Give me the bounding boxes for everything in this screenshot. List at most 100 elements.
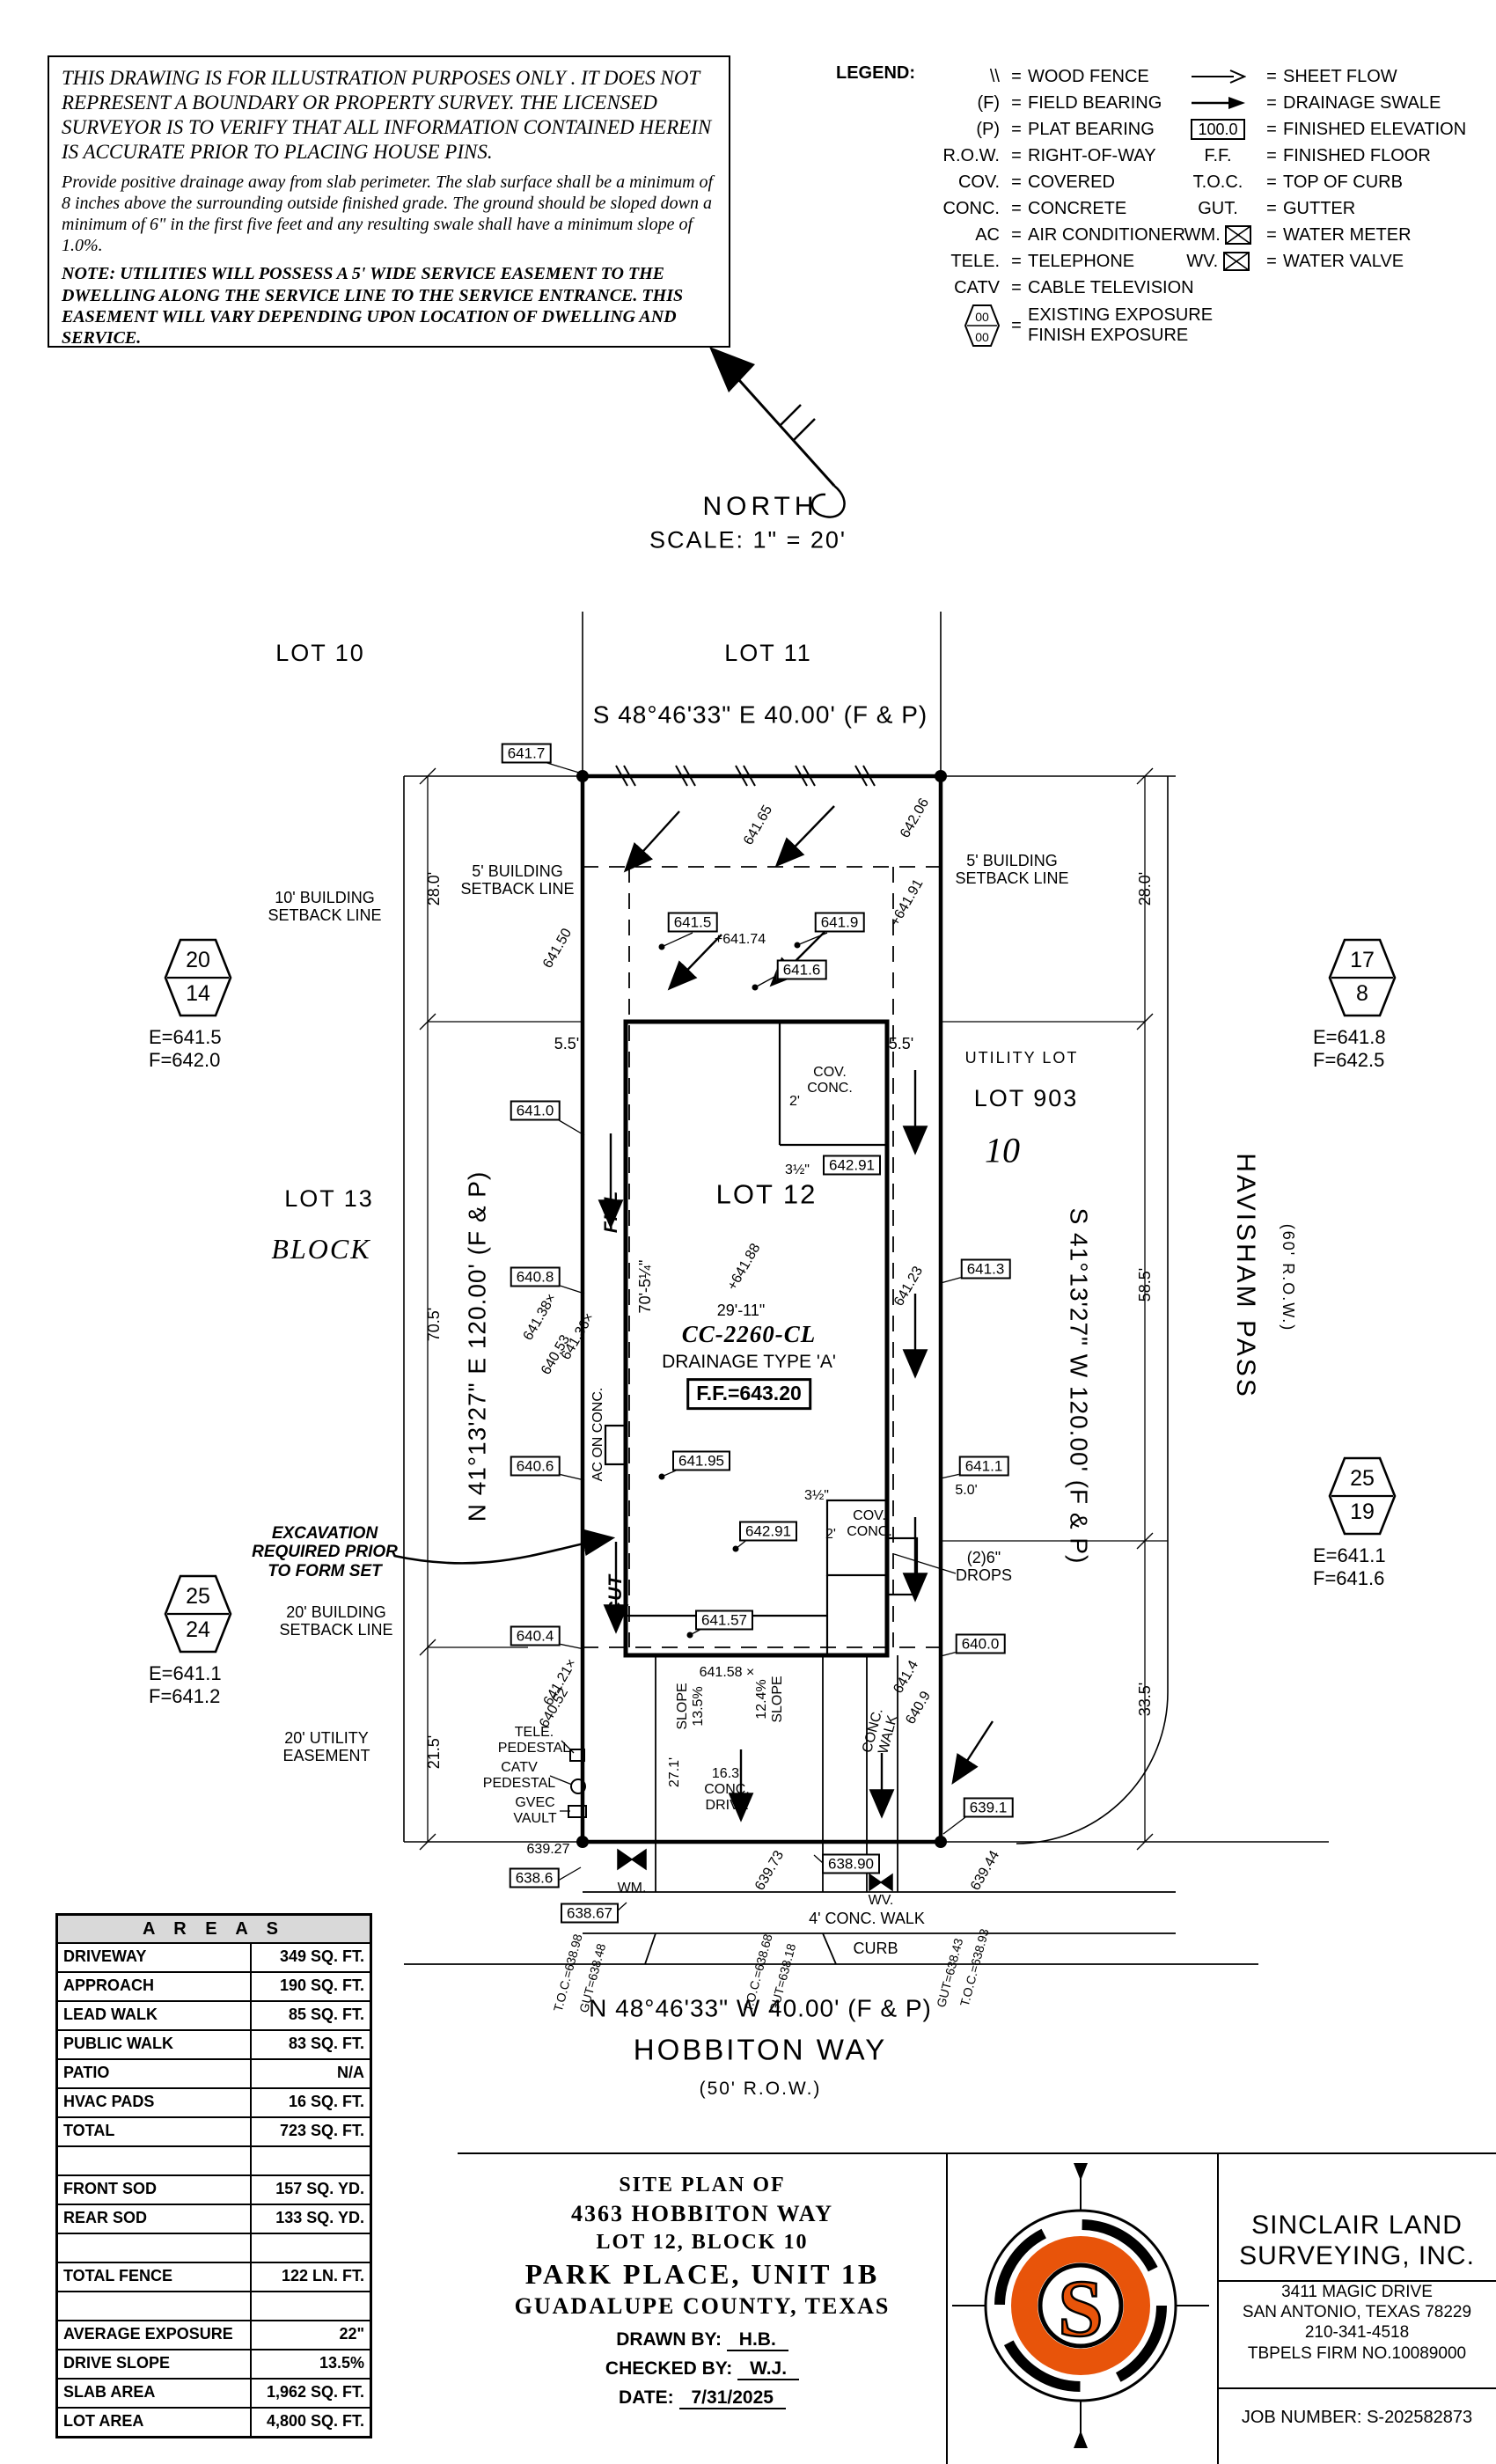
- block-label: BLOCK: [271, 1233, 371, 1265]
- setback-note: 10' BUILDING SETBACK LINE: [268, 888, 382, 924]
- notes-panel: THIS DRAWING IS FOR ILLUSTRATION PURPOSE…: [48, 55, 730, 348]
- plan-label: 21.5': [424, 1734, 443, 1770]
- excavation-leader: [393, 1529, 616, 1565]
- legend-row: CATV=CABLE TELEVISION: [954, 277, 1194, 297]
- plan-label: 638.90: [822, 1853, 880, 1874]
- legend-row: GUT. = GUTTER: [1198, 198, 1356, 218]
- disclaimer-note: THIS DRAWING IS FOR ILLUSTRATION PURPOSE…: [62, 67, 712, 164]
- block-number: 10: [985, 1130, 1020, 1170]
- water-valve-symbol: WV.: [1176, 252, 1260, 272]
- north-boundary-bearing: S 48°46'33" E 40.00' (F & P): [592, 700, 928, 729]
- plan-label: CONC. WALK: [860, 1706, 901, 1756]
- easement-note: 20' UTILITY EASEMENT: [282, 1728, 370, 1764]
- legend-row: 100.0 = FINISHED ELEVATION: [1176, 116, 1466, 143]
- hobbiton-way-label: HOBBITON WAY: [633, 2033, 888, 2066]
- plan-label: +641.88: [724, 1241, 764, 1294]
- plan-label: COV. CONC.: [847, 1508, 892, 1539]
- legend-row: TELE.=TELEPHONE: [950, 251, 1135, 271]
- conc-walk-label: 4' CONC. WALK: [809, 1909, 925, 1927]
- plan-label: (50' R.O.W.): [699, 2079, 822, 2100]
- plan-label: 642.91: [823, 1155, 881, 1176]
- plan-label: 640.8: [510, 1266, 561, 1287]
- west-boundary-bearing: N 41°13'27" E 120.00' (F & P): [463, 1170, 491, 1522]
- plan-label: 641.50: [540, 926, 576, 972]
- plan-label: 641.4: [891, 1658, 921, 1697]
- hexagon-icon: [164, 1574, 232, 1654]
- title-line: SITE PLAN OF: [619, 2174, 786, 2196]
- plan-label: +641.91: [887, 876, 927, 929]
- cut-label: CUT: [605, 1573, 627, 1616]
- wood-fence-symbol: \\: [989, 66, 1000, 86]
- plan-label: 639.73: [752, 1848, 788, 1894]
- sheet-flow-arrow-icon: [1176, 67, 1260, 87]
- legend-row: WM. = WATER METER: [1176, 222, 1466, 248]
- curb-label: CURB: [853, 1939, 898, 1957]
- utility-symbols: [568, 1749, 587, 1818]
- table-row: [58, 2147, 370, 2176]
- plan-id: CC-2260-CL: [681, 1320, 817, 1347]
- plan-label: COV. CONC.: [807, 1065, 853, 1096]
- legend-row-exposure: 00 00 = EXISTING EXPOSURE FINISH EXPOSUR…: [913, 301, 1213, 350]
- plan-label: 5.5': [554, 1034, 580, 1052]
- drainage-swale-arrow-icon: [1176, 93, 1260, 114]
- drawn-by-value: H.B.: [726, 2328, 788, 2351]
- plan-label: 642.91: [739, 1521, 797, 1542]
- plan-label: 641.58 ×: [699, 1665, 755, 1681]
- legend-row: (P)=PLAT BEARING: [976, 119, 1155, 139]
- areas-table-title: A R E A S: [58, 1916, 370, 1944]
- water-valve-label: WV.: [868, 1893, 894, 1909]
- finished-elevation-symbol: 100.0: [1191, 118, 1245, 140]
- hexagon-icon: [1328, 1456, 1397, 1536]
- table-row: [58, 2292, 370, 2321]
- scale-label: SCALE: 1" = 20': [649, 526, 847, 554]
- firm-number: TBPELS FIRM NO.10089000: [1247, 2343, 1467, 2363]
- driveway-and-walks: [404, 1655, 1258, 1965]
- plan-label: 639.44: [968, 1848, 1003, 1894]
- plan-label: 5.0': [955, 1483, 978, 1499]
- exposure-label: EXISTING EXPOSURE FINISH EXPOSURE: [1028, 305, 1214, 345]
- legend-row: WV. = WATER VALVE: [1176, 248, 1466, 275]
- lot-11-label: LOT 11: [724, 639, 812, 666]
- checked-by-row: CHECKED BY: W.J.: [458, 2358, 947, 2380]
- firm-address: SAN ANTONIO, TEXAS 78229: [1242, 2303, 1472, 2322]
- firm-logo: S: [952, 2163, 1209, 2448]
- firm-block: SINCLAIR LAND SURVEYING, INC. 3411 MAGIC…: [1225, 2211, 1489, 2364]
- plan-label: 12.4% SLOPE: [754, 1676, 785, 1723]
- plan-label: 641.23: [891, 1264, 927, 1309]
- plan-label: 641.5: [667, 912, 718, 933]
- plan-label: 641.0: [510, 1100, 561, 1121]
- plan-label: 2': [789, 1094, 800, 1110]
- tele-pedestal-label: TELE. PEDESTAL: [497, 1725, 571, 1756]
- firm-name: SURVEYING, INC.: [1239, 2240, 1475, 2270]
- drawn-by-row: DRAWN BY: H.B.: [458, 2328, 947, 2351]
- legend-row: \\=WOOD FENCE: [913, 63, 1213, 90]
- hexagon-icon: [1328, 938, 1397, 1017]
- firm-name: SINCLAIR LAND: [1251, 2211, 1463, 2240]
- plan-label: 33.5': [1135, 1682, 1154, 1717]
- plan-label: 58.5': [1135, 1267, 1154, 1302]
- plan-label: +641.74: [714, 932, 766, 948]
- plan-label: 641.57: [695, 1610, 753, 1631]
- legend-row: = DRAINAGE SWALE: [1176, 90, 1466, 116]
- drainage-note: Provide positive drainage away from slab…: [62, 172, 714, 256]
- lot-10-label: LOT 10: [275, 639, 365, 666]
- plan-label: 640.9: [903, 1689, 934, 1727]
- legend-right: = SHEET FLOW = DRAINAGE SWALE 100.0 = FI…: [1176, 63, 1466, 275]
- plan-label: 70'-5¼": [635, 1259, 654, 1314]
- lot-block-line: LOT 12, BLOCK 10: [596, 2230, 809, 2254]
- logo-letter: S: [1058, 2263, 1103, 2353]
- plan-label: 5.5': [888, 1034, 914, 1052]
